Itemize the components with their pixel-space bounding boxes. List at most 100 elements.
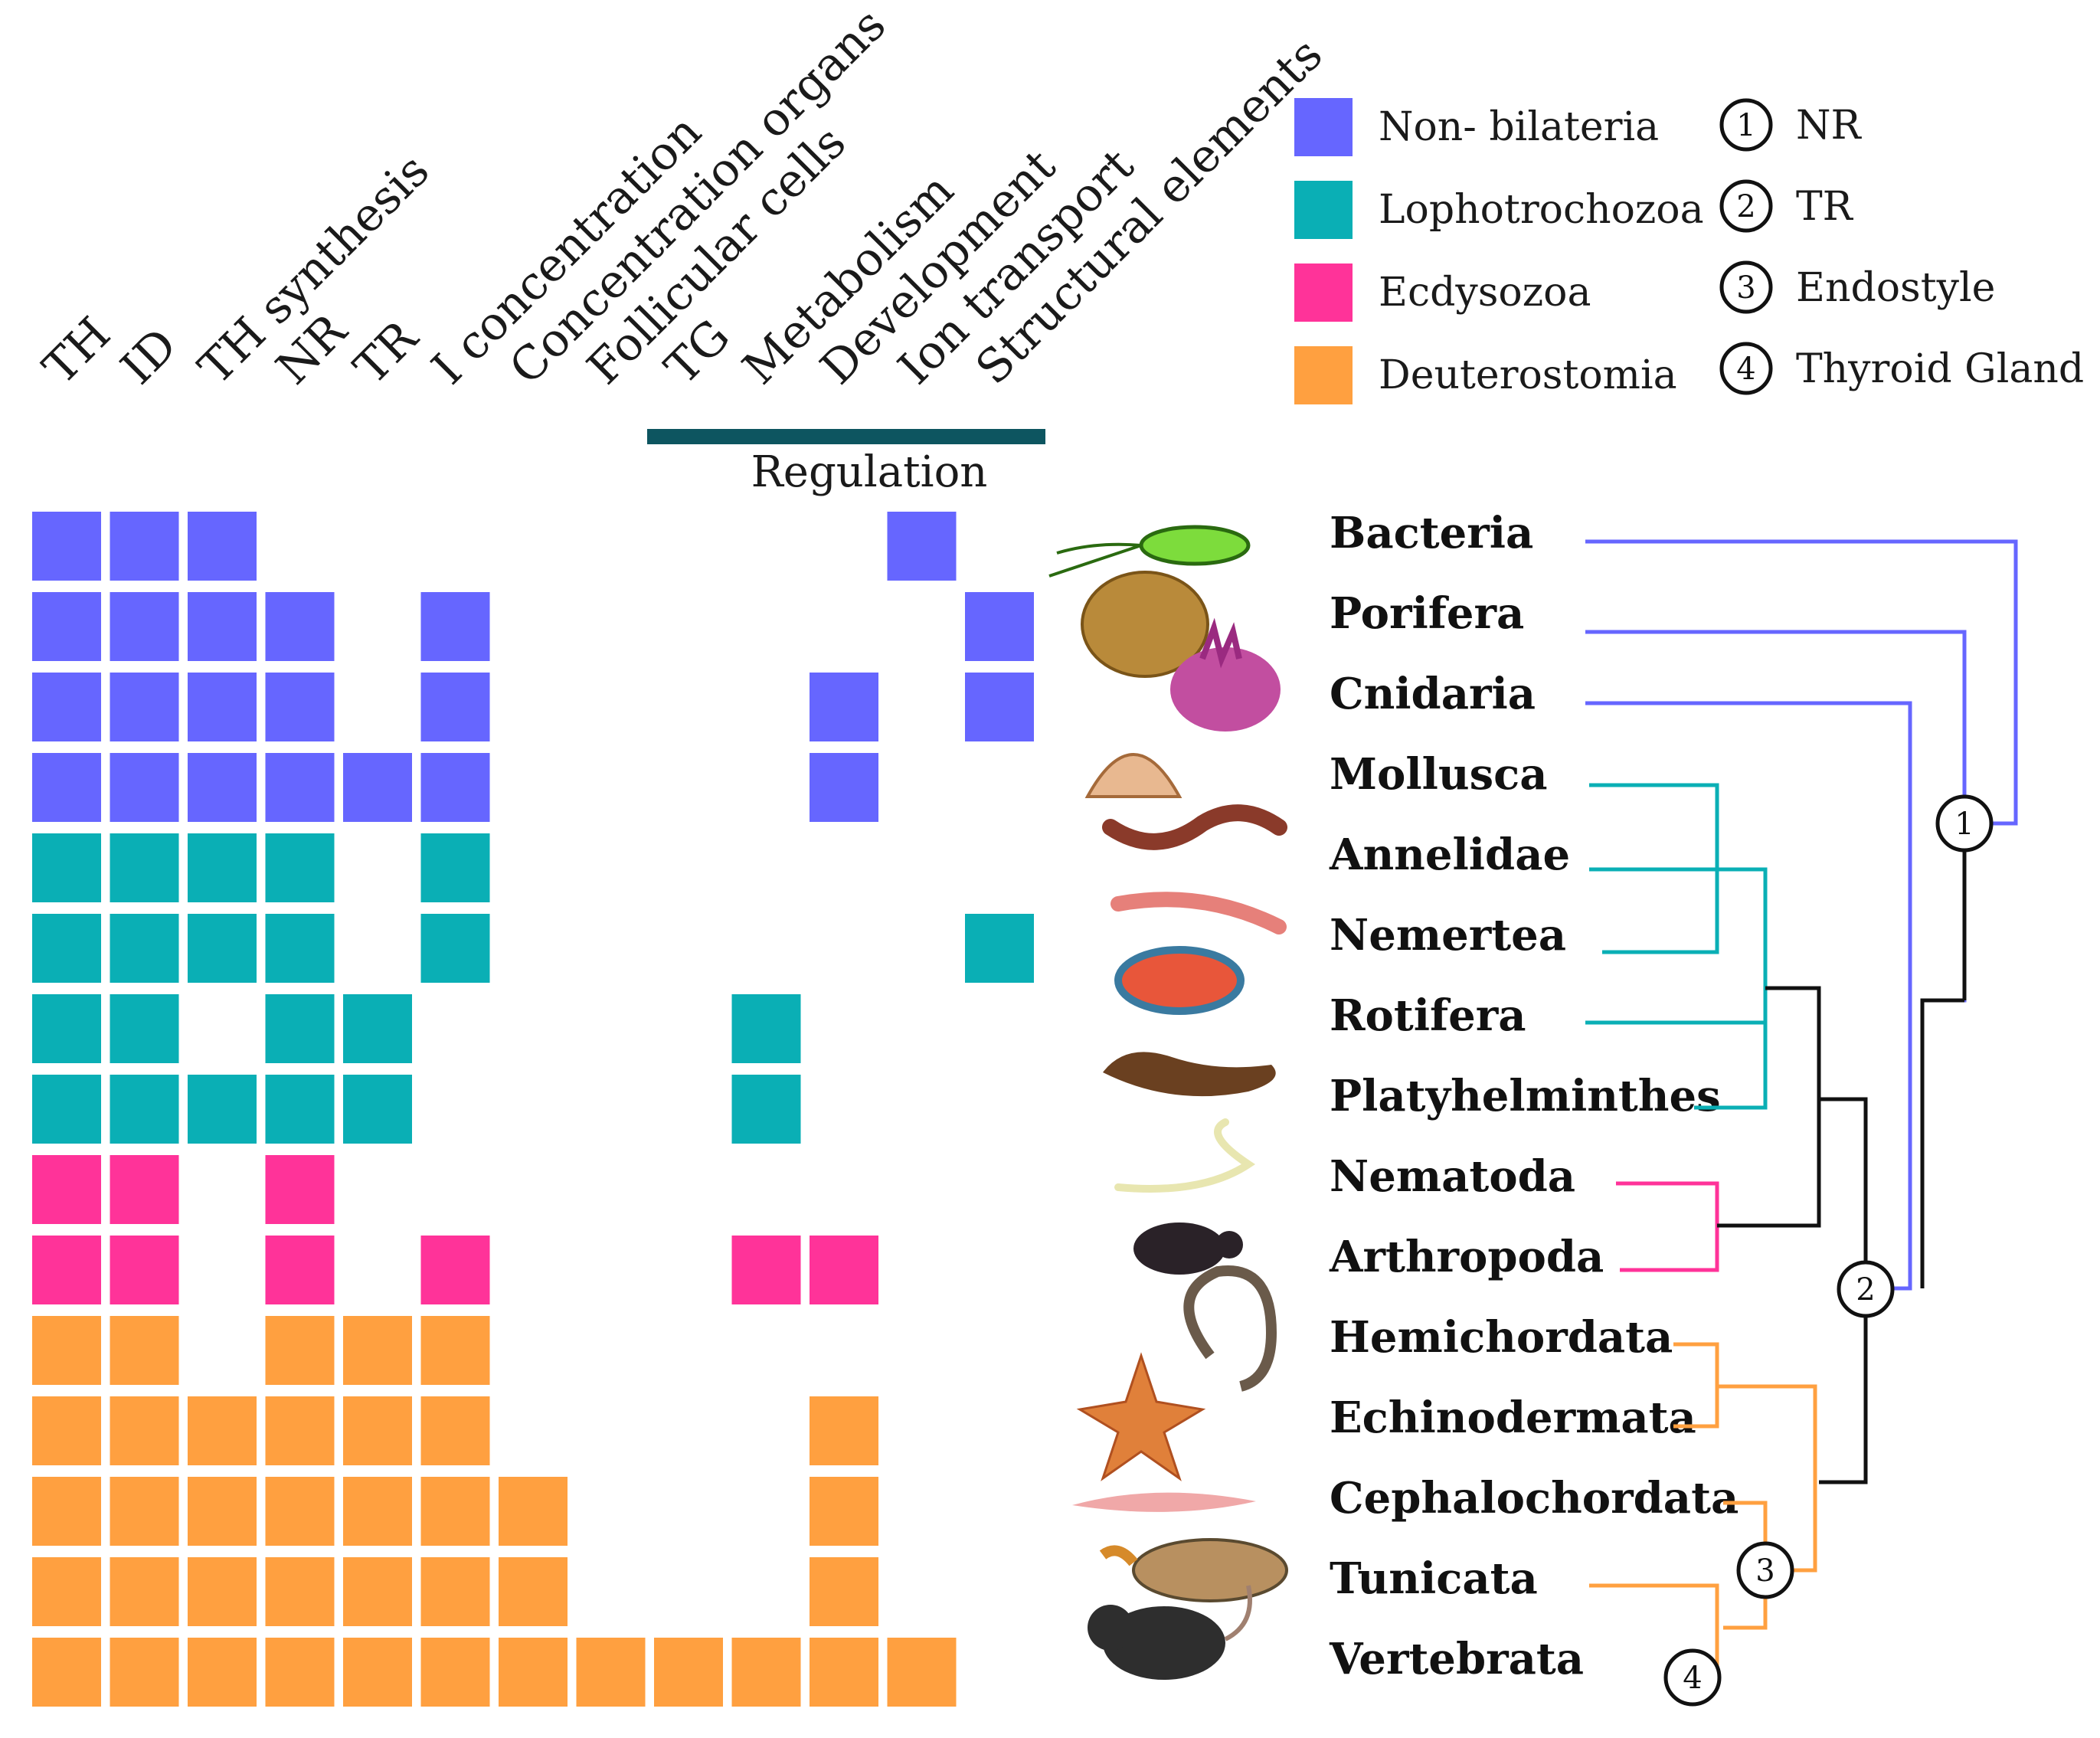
cell-mollusca-i-concentration [420,753,490,822]
legend-node-label-thyroid-gland: Thyroid Gland [1796,346,2084,392]
cell-tunicata-tr [343,1557,412,1626]
cell-mollusca-th [32,753,101,822]
cell-vertebrata-tg [654,1638,723,1707]
legend-swatch-deuterostomia [1294,346,1353,404]
cell-porifera-id [110,592,179,661]
lancelet-icon [1072,1492,1256,1512]
cell-nemertea-i-concentration [420,914,490,983]
cell-mollusca-development [810,753,878,822]
cell-tunicata-th [32,1557,101,1626]
legend-node-number-4: 4 [1736,352,1755,387]
taxon-label-porifera: Porifera [1330,588,1524,639]
cell-platyhelminthes-tr [343,1075,412,1144]
taxon-labels: BacteriaPoriferaCnidariaMolluscaAnnelida… [1329,508,1739,1684]
cell-cephalochordata-th [32,1477,101,1546]
cell-nemertea-th-synthesis [188,914,257,983]
grid-row-arthropoda [32,1236,878,1304]
cell-cephalochordata-i-concentration [420,1477,490,1546]
grid-row-annelidae [32,833,490,902]
branch-porifera [1585,630,1967,1003]
cell-platyhelminthes-id [110,1075,179,1144]
legend-swatch-ecdysozoa [1294,263,1353,322]
taxon-label-bacteria: Bacteria [1330,508,1533,558]
flatworm-icon [1103,1052,1276,1097]
cell-mollusca-tr [343,753,412,822]
cell-arthropoda-metabolism [731,1236,801,1304]
grid-row-tunicata [32,1557,878,1626]
taxon-label-cephalochordata: Cephalochordata [1330,1473,1739,1524]
cell-bacteria-id [110,512,179,581]
cell-cnidaria-i-concentration [420,673,490,741]
tree-node-circle-1 [1935,794,1994,853]
cell-hemichordata-i-concentration [420,1316,490,1385]
cell-annelidae-th [32,833,101,902]
cell-tunicata-concentration-organs [499,1557,568,1626]
cell-arthropoda-development [810,1236,878,1304]
grid-row-platyhelminthes [32,1075,801,1144]
cell-arthropoda-th [32,1236,101,1304]
cell-porifera-i-concentration [420,592,490,661]
tree-node-number-2: 2 [1856,1272,1875,1308]
cell-cephalochordata-development [810,1477,878,1546]
cell-rotifera-tr [343,994,412,1063]
cell-rotifera-id [110,994,179,1063]
coral-icon [1170,617,1281,732]
cell-cephalochordata-nr [265,1477,335,1546]
cell-bacteria-th-synthesis [188,512,257,581]
cell-cnidaria-nr [265,673,335,741]
taxon-label-mollusca: Mollusca [1330,749,1548,800]
cell-cnidaria-structural-elements [965,673,1034,741]
cell-hemichordata-th [32,1316,101,1385]
cell-vertebrata-ion-transport [887,1638,957,1707]
cell-arthropoda-id [110,1236,179,1304]
mouse-icon [1088,1585,1252,1680]
cell-hemichordata-nr [265,1316,335,1385]
cell-hemichordata-id [110,1316,179,1385]
taxon-label-rotifera: Rotifera [1330,990,1526,1041]
cell-rotifera-metabolism [731,994,801,1063]
grid-row-echinodermata [32,1396,878,1465]
cell-cephalochordata-th-synthesis [188,1477,257,1546]
grid-row-bacteria [32,512,957,581]
legend-node-circle-1 [1719,98,1773,152]
tree-node-circle-3 [1736,1541,1794,1599]
bacterium-icon [1048,525,1251,578]
cell-mollusca-th-synthesis [188,753,257,822]
node2-stem [1819,1289,1868,1484]
taxon-label-arthropoda: Arthropoda [1329,1232,1604,1282]
cell-vertebrata-metabolism [731,1638,801,1707]
tree-node-number-1: 1 [1954,807,1974,842]
legend-node-number-3: 3 [1736,270,1755,306]
taxon-label-cnidaria: Cnidaria [1330,669,1536,719]
cell-nematoda-id [110,1155,179,1224]
legend-node-label-nr: NR [1796,103,1863,149]
regulation-bar [647,429,1045,444]
cell-mollusca-id [110,753,179,822]
cell-echinodermata-th [32,1396,101,1465]
branch-bacteria [1585,539,2018,826]
cell-rotifera-nr [265,994,335,1063]
cell-nemertea-th [32,914,101,983]
cell-bacteria-ion-transport [887,512,957,581]
legend-swatch-lophotrochozoa [1294,181,1353,239]
cell-vertebrata-concentration-organs [499,1638,568,1707]
cell-vertebrata-th [32,1638,101,1707]
sea-squirt-icon [1099,1538,1288,1602]
taxon-label-platyhelminthes: Platyhelminthes [1330,1071,1721,1121]
cell-vertebrata-follicular-cells [576,1638,646,1707]
grid-row-vertebrata [32,1638,957,1707]
cell-annelidae-i-concentration [420,833,490,902]
cell-tunicata-nr [265,1557,335,1626]
cell-vertebrata-i-concentration [420,1638,490,1707]
grid-row-rotifera [32,994,801,1063]
taxon-label-nematoda: Nematoda [1330,1151,1575,1202]
regulation-label: Regulation [751,447,988,497]
cell-cnidaria-th-synthesis [188,673,257,741]
legend-node-number-1: 1 [1736,108,1755,143]
grid-row-mollusca [32,753,878,822]
grid-row-porifera [32,592,1034,661]
cell-vertebrata-id [110,1638,179,1707]
tree-node-number-3: 3 [1755,1553,1775,1589]
column-label-th: TH [33,307,121,395]
